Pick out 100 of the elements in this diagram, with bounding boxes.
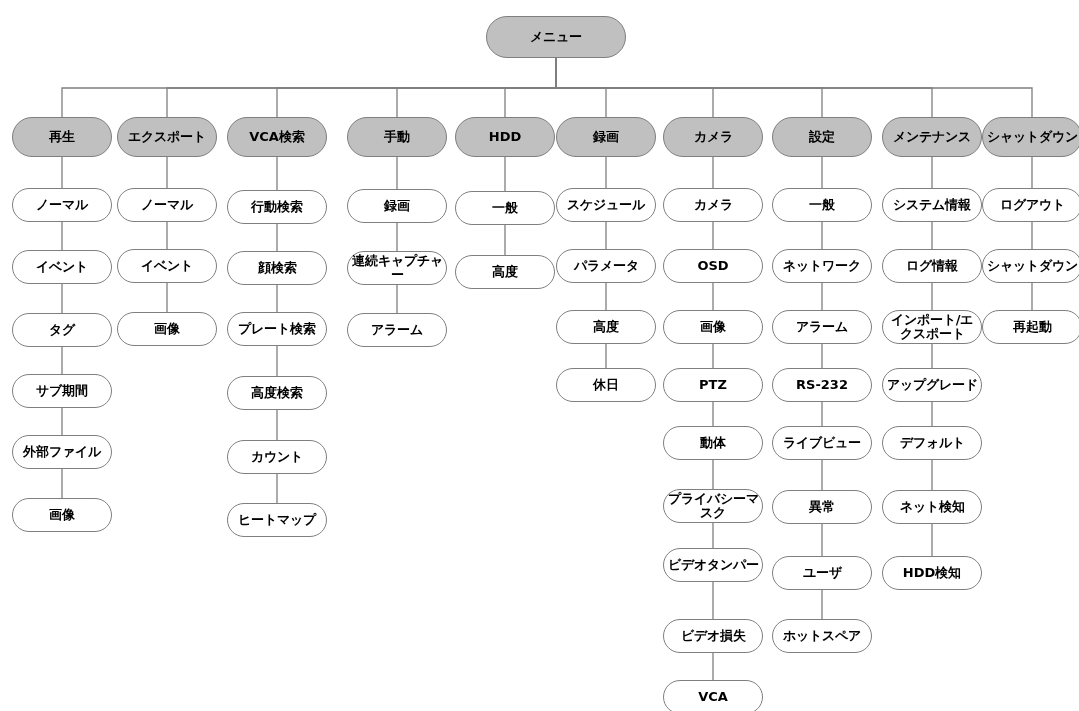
menu-label: ライブビュー: [782, 435, 862, 451]
connector-line: [712, 156, 714, 189]
connector-line: [821, 156, 823, 189]
connector-line: [712, 522, 714, 549]
menu-item-node: [556, 188, 656, 222]
menu-item-node: [227, 190, 327, 224]
menu-item-node: [227, 312, 327, 346]
connector-line: [61, 346, 63, 375]
menu-item-node: [882, 188, 982, 222]
menu-label: HDD: [487, 129, 523, 145]
connector-line: [931, 221, 933, 250]
connector-line: [396, 156, 398, 190]
connector-line: [821, 401, 823, 427]
menu-item-node: [455, 191, 555, 225]
connector-line: [276, 223, 278, 252]
category-node: [663, 117, 763, 157]
menu-item-node: [772, 556, 872, 590]
menu-item-node: [227, 251, 327, 285]
menu-item-node: [12, 313, 112, 347]
menu-label: タグ: [48, 322, 77, 338]
menu-label: 高度: [491, 264, 519, 280]
connector-line: [504, 156, 506, 192]
menu-label: システム情報: [892, 197, 972, 213]
menu-item-node: [12, 188, 112, 222]
menu-item-node: [663, 188, 763, 222]
menu-label: ホットスペア: [782, 628, 862, 644]
connector-line: [605, 156, 607, 189]
menu-label: ユーザ: [801, 565, 843, 581]
menu-item-node: [117, 188, 217, 222]
menu-item-node: [227, 376, 327, 410]
category-node: [12, 117, 112, 157]
menu-item-node: [663, 548, 763, 582]
menu-item-node: [663, 368, 763, 402]
menu-label: 動体: [699, 435, 727, 451]
connector-line: [166, 282, 168, 313]
menu-item-node: [772, 619, 872, 653]
menu-label: OSD: [696, 258, 730, 274]
menu-label: 手動: [383, 129, 411, 145]
connector-line: [605, 282, 607, 311]
category-node: [347, 117, 447, 157]
menu-label: VCA: [697, 689, 729, 705]
menu-item-node: [772, 188, 872, 222]
menu-label: 再生: [48, 129, 76, 145]
connector-line: [61, 468, 63, 499]
menu-label: ノーマル: [35, 197, 89, 213]
connector-line: [166, 221, 168, 250]
connector-line: [605, 343, 607, 369]
menu-label: 顔検索: [256, 260, 298, 276]
menu-item-node: [455, 255, 555, 289]
category-node: [882, 117, 982, 157]
menu-item-node: [663, 619, 763, 653]
menu-label: 高度: [592, 319, 620, 335]
menu-label: ビデオタンパー: [666, 557, 760, 573]
menu-label: 連続キャプチャー: [350, 253, 444, 283]
connector-line: [712, 652, 714, 681]
menu-label: 録画: [383, 198, 411, 214]
menu-item-node: [663, 249, 763, 283]
connector-line: [276, 473, 278, 504]
menu-label: メンテナンス: [892, 129, 972, 145]
menu-label: 画像: [699, 319, 727, 335]
connector-line: [276, 345, 278, 377]
connector-line: [712, 459, 714, 490]
menu-label: ネットワーク: [782, 258, 862, 274]
connector-line: [821, 523, 823, 557]
menu-item-node: [982, 188, 1079, 222]
menu-label: 一般: [808, 197, 836, 213]
menu-item-node: [882, 249, 982, 283]
menu-label: イベント: [35, 259, 89, 275]
connector-line: [821, 459, 823, 491]
menu-label: デフォルト: [898, 435, 966, 451]
menu-label: アラーム: [370, 322, 424, 338]
connector-line: [931, 343, 933, 369]
menu-item-node: [882, 426, 982, 460]
menu-item-node: [556, 310, 656, 344]
connector-line: [712, 581, 714, 620]
menu-item-node: [556, 249, 656, 283]
menu-label: ログアウト: [998, 197, 1066, 213]
menu-item-node: [772, 249, 872, 283]
menu-label: ノーマル: [140, 197, 194, 213]
menu-item-node: [663, 426, 763, 460]
connector-line: [396, 222, 398, 252]
menu-label: カウント: [250, 449, 304, 465]
connector-line: [504, 224, 506, 256]
connector-line: [931, 282, 933, 311]
menu-item-node: [117, 312, 217, 346]
menu-label: スケジュール: [566, 197, 646, 213]
menu-label: ヒートマップ: [237, 512, 318, 528]
connector-line: [712, 282, 714, 311]
menu-label: インポート/エクスポート: [889, 312, 975, 342]
connector-line: [712, 221, 714, 250]
menu-item-node: [12, 374, 112, 408]
menu-label: 高度検索: [250, 385, 304, 401]
connector-line: [931, 523, 933, 557]
connector-line: [931, 401, 933, 427]
connector-line: [276, 284, 278, 313]
connector-line: [1031, 282, 1033, 311]
menu-item-node: [117, 249, 217, 283]
menu-label: HDD検知: [901, 565, 963, 581]
menu-label: アラーム: [795, 319, 849, 335]
menu-item-node: [12, 250, 112, 284]
